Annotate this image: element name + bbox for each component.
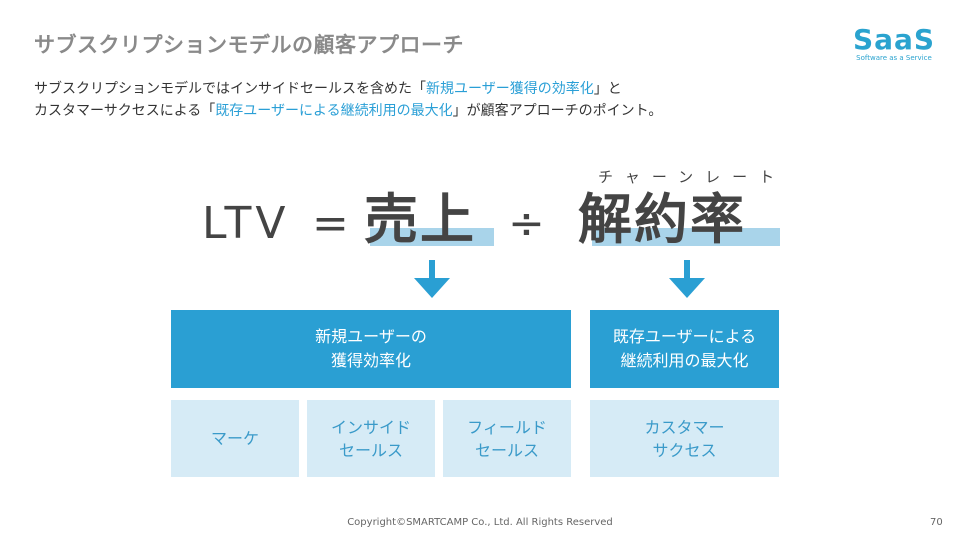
churn-highlight-bar — [592, 228, 780, 246]
slide-title: サブスクリプションモデルの顧客アプローチ — [34, 33, 464, 57]
highlight-text: 新規ユーザー獲得の効率化 — [426, 81, 594, 97]
box-text: 獲得効率化 — [330, 351, 411, 370]
equals-sign: = — [312, 198, 349, 249]
page-number: 70 — [930, 517, 943, 528]
saas-logo: SaaS Software as a Service — [848, 26, 940, 63]
body-line-1: サブスクリプションモデルではインサイドセールスを含めた「新規ユーザー獲得の効率化… — [34, 78, 622, 98]
arrow-down-icon — [669, 260, 705, 298]
text: 」と — [593, 81, 622, 97]
sales-highlight-bar — [370, 228, 494, 246]
churn-ruby: チャーンレート — [598, 168, 787, 186]
marketing-box: マーケ — [171, 400, 299, 477]
box-text: インサイド — [330, 417, 411, 437]
box-text: マーケ — [210, 429, 259, 448]
box-text: サクセス — [652, 440, 717, 460]
box-text: 継続利用の最大化 — [620, 351, 749, 370]
box-text: カスタマー — [644, 417, 725, 437]
box-text: フィールド — [467, 417, 547, 437]
new-user-box: 新規ユーザーの獲得効率化 — [171, 310, 571, 388]
divide-sign: ÷ — [508, 198, 545, 249]
text: サブスクリプションモデルではインサイドセールスを含めた「 — [34, 81, 426, 97]
text: 」が顧客アプローチのポイント。 — [452, 103, 663, 119]
copyright: Copyright©SMARTCAMP Co., Ltd. All Rights… — [347, 517, 613, 528]
logo-main: SaaS — [852, 23, 936, 56]
box-text: セールス — [338, 440, 403, 460]
field-sales-box: フィールドセールス — [443, 400, 571, 477]
arrow-down-icon — [414, 260, 450, 298]
box-text: 既存ユーザーによる — [612, 327, 757, 346]
box-text: 新規ユーザーの — [315, 327, 427, 346]
customer-success-box: カスタマーサクセス — [590, 400, 779, 477]
inside-sales-box: インサイドセールス — [307, 400, 435, 477]
body-line-2: カスタマーサクセスによる「既存ユーザーによる継続利用の最大化」が顧客アプローチの… — [34, 100, 662, 120]
logo-sub: Software as a Service — [856, 54, 932, 62]
churn-label: 解約率 — [578, 188, 746, 251]
highlight-text: 既存ユーザーによる継続利用の最大化 — [215, 103, 453, 119]
text: カスタマーサクセスによる「 — [34, 103, 216, 119]
existing-user-box: 既存ユーザーによる継続利用の最大化 — [590, 310, 779, 388]
sales-label: 売上 — [364, 188, 476, 251]
box-text: セールス — [474, 440, 539, 460]
ltv-label: LTV — [202, 198, 290, 249]
